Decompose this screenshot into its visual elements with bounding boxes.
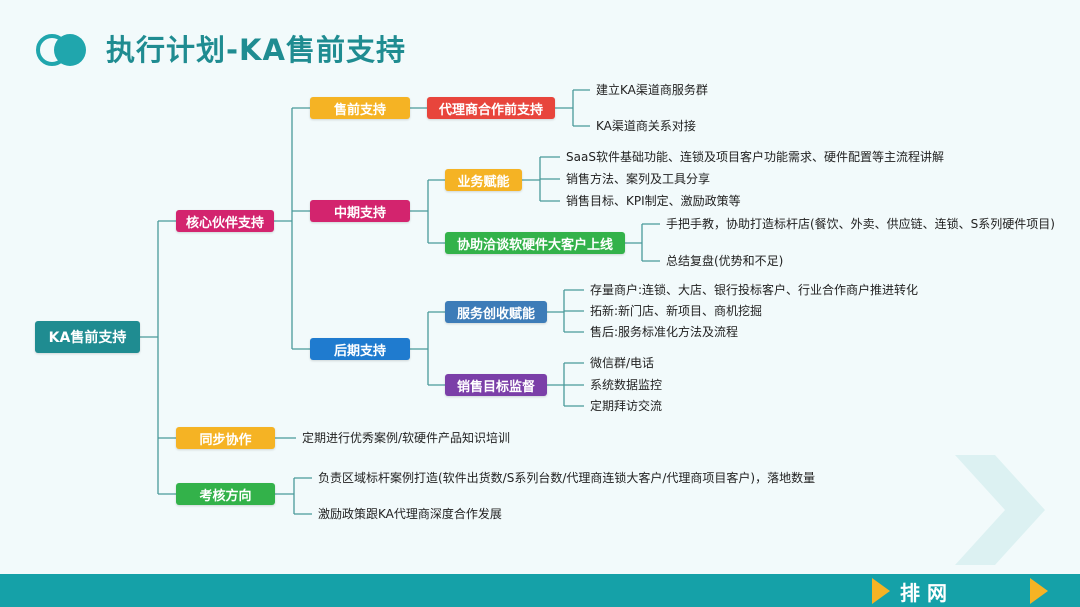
leaf-text: 定期拜访交流 <box>590 399 663 413</box>
node-core-partner-support: 核心伙伴支持 <box>176 210 274 232</box>
leaf-text: 建立KA渠道商服务群 <box>596 83 708 97</box>
node-sales-target-monitor: 销售目标监督 <box>445 374 547 396</box>
chevron-right-icon <box>1030 578 1048 604</box>
node-agent-pre-cooperation: 代理商合作前支持 <box>427 97 555 119</box>
leaf-text: 手把手教，协助打造标杆店(餐饮、外卖、供应链、连锁、S系列硬件项目) <box>666 217 1055 231</box>
chevron-right-icon <box>872 578 890 604</box>
brand-logo: 排 网 <box>900 581 947 605</box>
node-assessment-direction: 考核方向 <box>176 483 275 505</box>
leaf-text: 负责区域标杆案例打造(软件出货数/S系列台数/代理商连锁大客户/代理商项目客户)… <box>318 471 816 485</box>
node-presale-support: 售前支持 <box>310 97 410 119</box>
leaf-text: 销售方法、案列及工具分享 <box>566 172 711 186</box>
logo-circle-icon <box>54 34 86 66</box>
leaf-text: 微信群/电话 <box>590 356 655 370</box>
node-business-enablement: 业务赋能 <box>445 169 522 191</box>
footer-bar <box>0 574 1080 607</box>
leaf-text: 定期进行优秀案例/软硬件产品知识培训 <box>302 431 511 445</box>
background-chevron-icon <box>955 455 1045 565</box>
leaf-text: 系统数据监控 <box>590 378 663 392</box>
node-service-revenue: 服务创收赋能 <box>445 301 547 323</box>
leaf-text: KA渠道商关系对接 <box>596 119 696 133</box>
leaf-text: 激励政策跟KA代理商深度合作发展 <box>318 507 502 521</box>
node-sync-collaboration: 同步协作 <box>176 427 275 449</box>
leaf-text: 售后:服务标准化方法及流程 <box>590 325 739 339</box>
root-node: KA售前支持 <box>35 321 140 353</box>
node-late-support: 后期支持 <box>310 338 410 360</box>
node-mid-support: 中期支持 <box>310 200 410 222</box>
leaf-text: 存量商户:连锁、大店、银行投标客户、行业合作商户推进转化 <box>590 283 919 297</box>
leaf-text: 销售目标、KPI制定、激励政策等 <box>566 194 741 208</box>
leaf-text: SaaS软件基础功能、连锁及项目客户功能需求、硬件配置等主流程讲解 <box>566 150 944 164</box>
leaf-text: 总结复盘(优势和不足) <box>666 254 784 268</box>
page-title: 执行计划-KA售前支持 <box>106 33 406 67</box>
node-assist-key-accounts: 协助洽谈软硬件大客户上线 <box>445 232 625 254</box>
leaf-text: 拓新:新门店、新项目、商机挖掘 <box>590 304 763 318</box>
